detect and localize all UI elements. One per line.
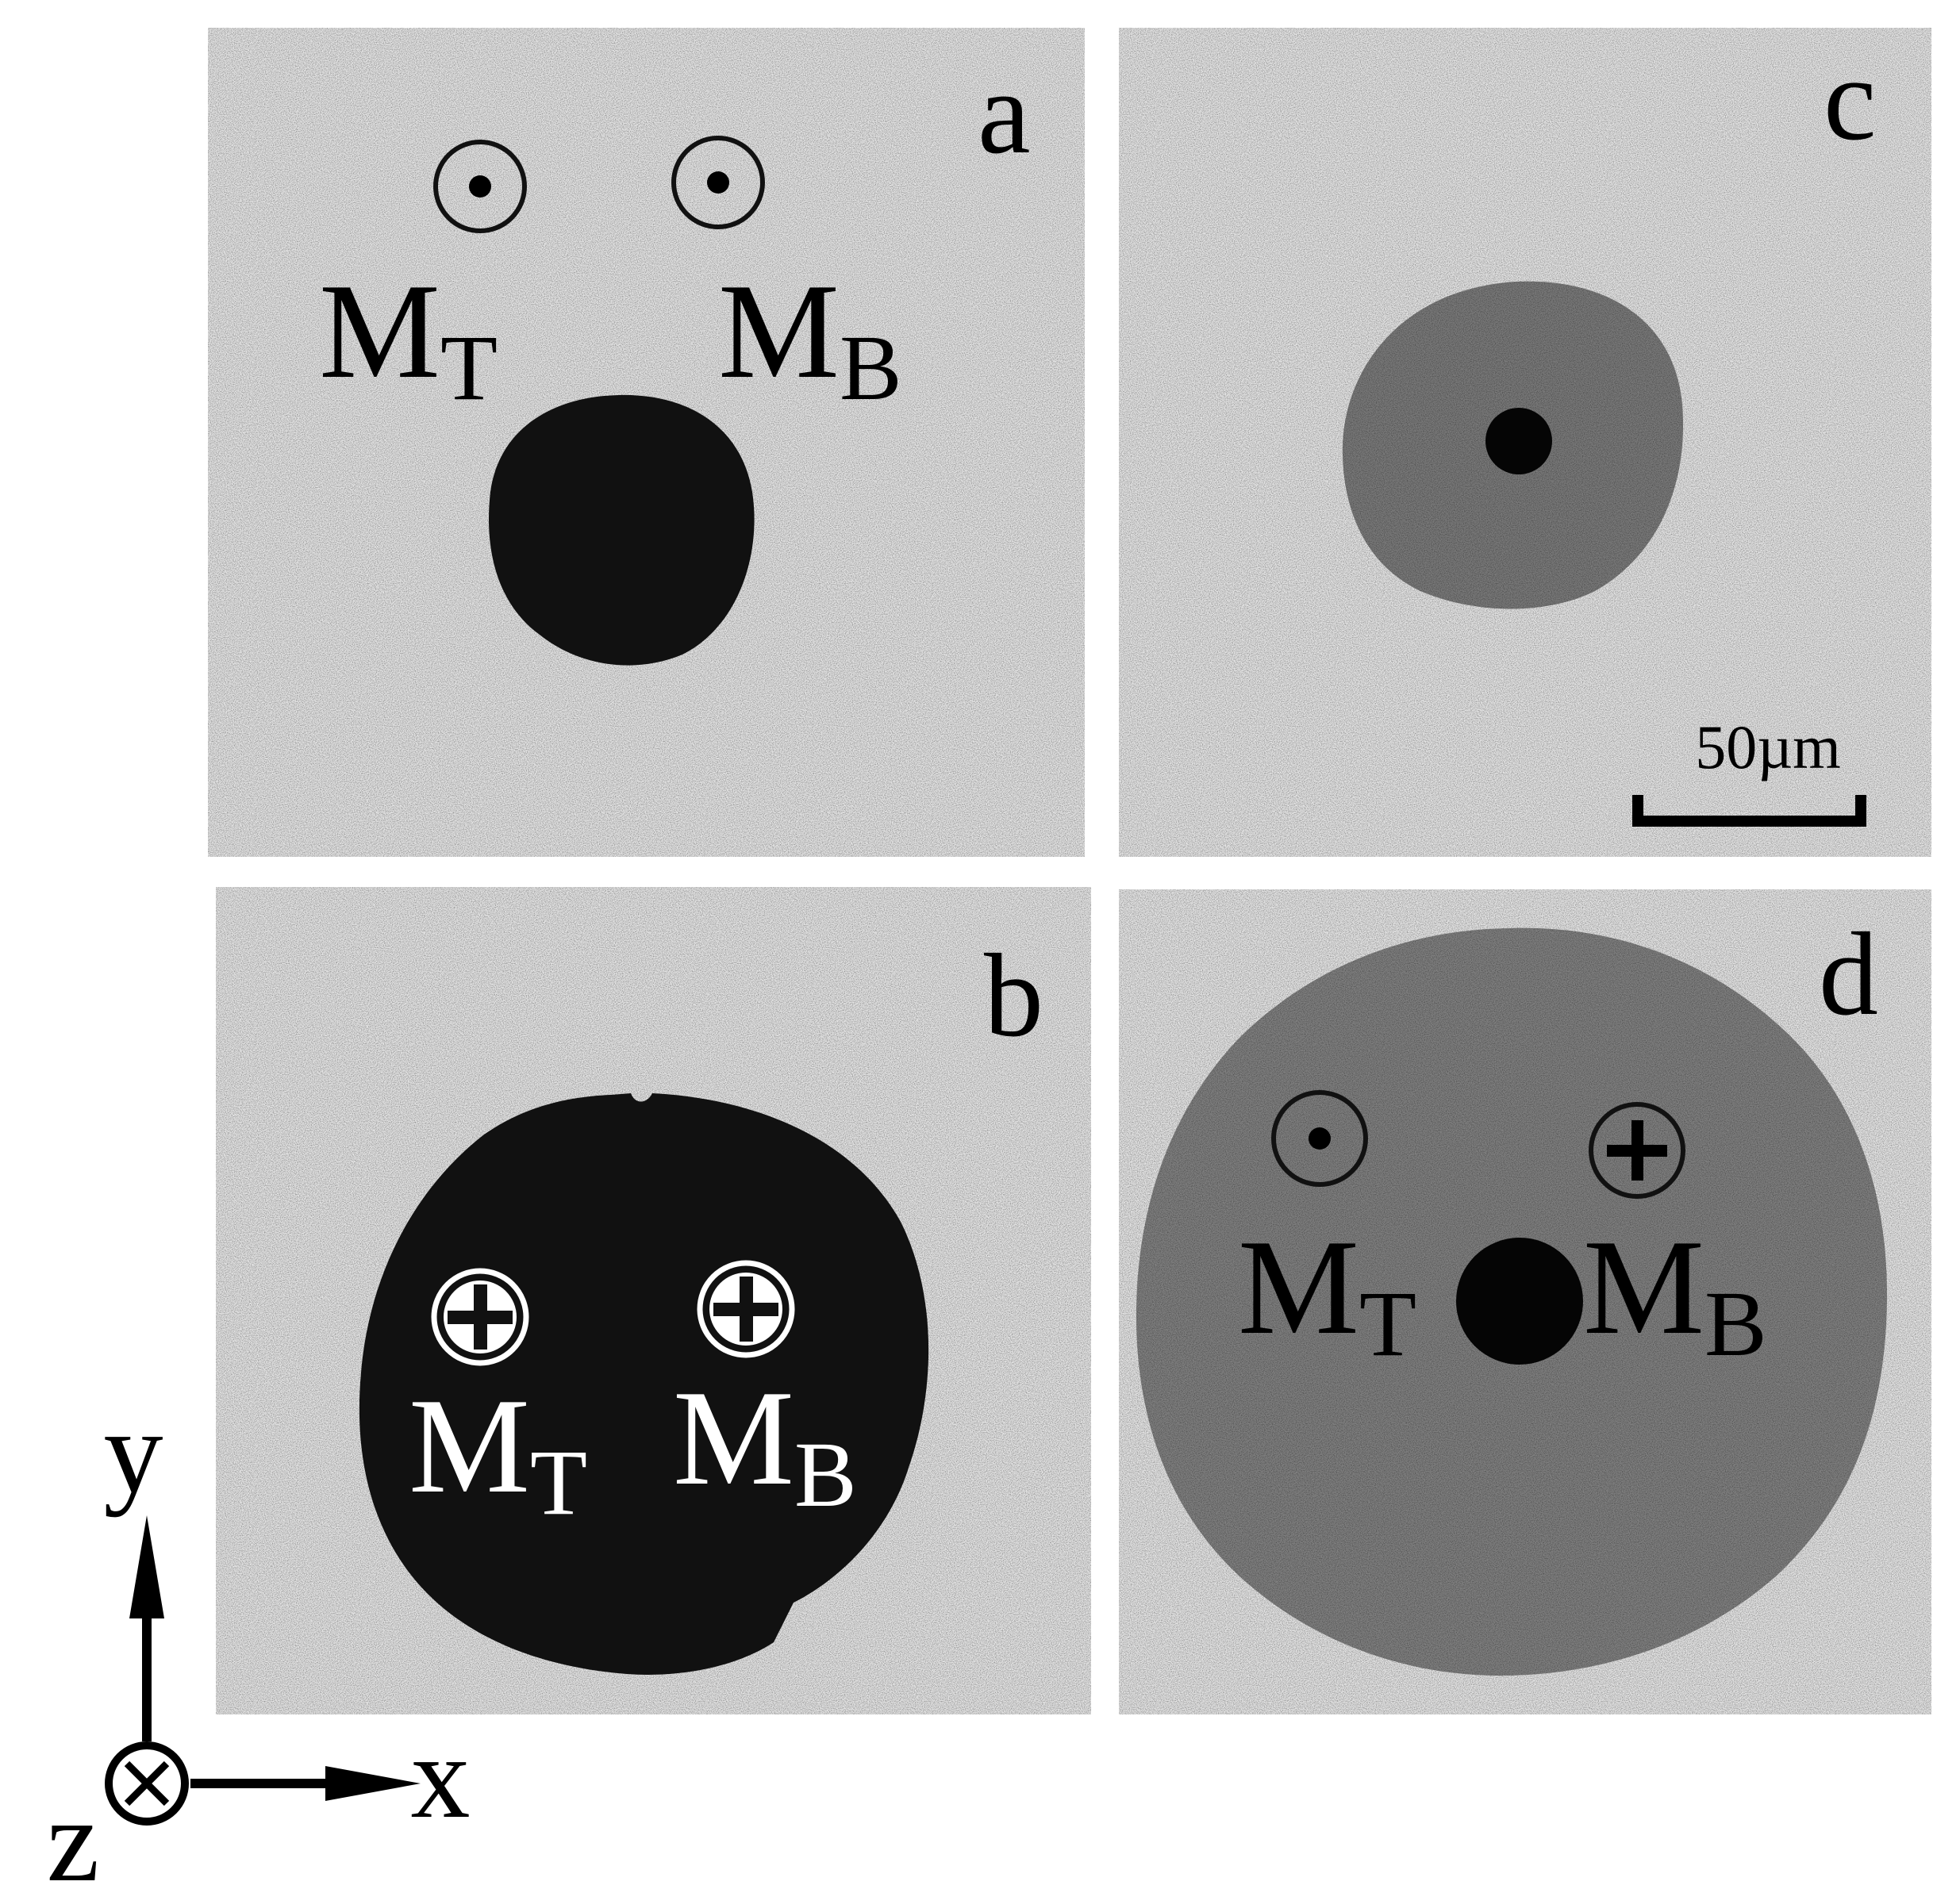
y-arrow-head bbox=[129, 1515, 164, 1618]
dark-domain bbox=[488, 394, 755, 666]
mb-cross-symbol bbox=[697, 1260, 795, 1358]
dark-core bbox=[1485, 408, 1552, 474]
mt-dot-symbol bbox=[433, 140, 527, 233]
panel-d: d MT MB bbox=[1119, 889, 1931, 1714]
mb-cross-symbol bbox=[1589, 1102, 1685, 1199]
dark-domain bbox=[359, 1093, 929, 1675]
mb-label: MB bbox=[718, 256, 902, 420]
mt-dot-symbol bbox=[1271, 1090, 1368, 1187]
axes-indicator: y x z bbox=[47, 1386, 471, 1889]
axis-label-x: x bbox=[411, 1711, 471, 1843]
mt-label: MT bbox=[409, 1371, 587, 1534]
z-into-plane-icon bbox=[105, 1741, 189, 1826]
axis-label-z: z bbox=[47, 1775, 100, 1889]
panel-label: c bbox=[1824, 33, 1877, 165]
panel-b: b MT MB bbox=[216, 887, 1091, 1714]
panel-c: c 50µm bbox=[1119, 28, 1931, 857]
mb-label: MB bbox=[673, 1363, 857, 1526]
scale-bar: 50µm bbox=[1632, 712, 1866, 827]
dark-core bbox=[1456, 1238, 1583, 1365]
mt-label: MT bbox=[1238, 1212, 1416, 1376]
mt-cross-symbol bbox=[431, 1268, 529, 1366]
panel-a: a MT MB bbox=[208, 28, 1085, 857]
panel-label: a bbox=[978, 47, 1031, 179]
mt-label: MT bbox=[319, 256, 498, 420]
axis-label-y: y bbox=[104, 1386, 163, 1518]
x-arrow-head bbox=[325, 1766, 421, 1801]
panel-label: d bbox=[1819, 908, 1878, 1040]
panel-label: b bbox=[984, 930, 1043, 1062]
mb-label: MB bbox=[1583, 1212, 1767, 1376]
mb-dot-symbol bbox=[671, 136, 765, 229]
scale-bar-label: 50µm bbox=[1695, 712, 1841, 781]
